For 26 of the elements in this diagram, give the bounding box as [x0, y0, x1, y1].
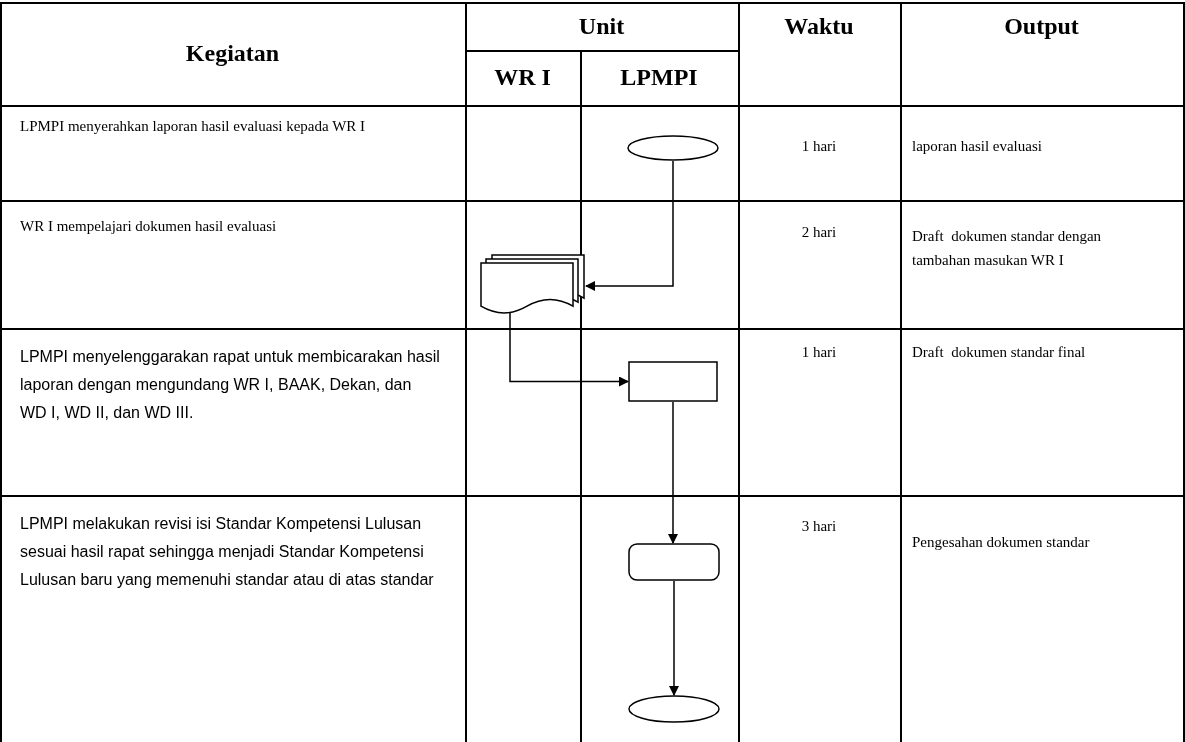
arrow: [668, 401, 678, 544]
arrow: [585, 160, 674, 291]
column-header: Kegiatan: [185, 40, 280, 67]
arrow: [669, 580, 679, 696]
duration-text: 1 hari: [801, 344, 837, 361]
column-header: Output: [1004, 12, 1079, 40]
column-header: Waktu: [784, 12, 854, 40]
rounded-process-box: [628, 543, 720, 581]
activity-text: LPMPI menyelenggarakan rapat untuk membicarakan hasil laporan dengan mengundang WR I, BAAK, Dekan, dan WD I, WD II, dan WD III.: [20, 347, 440, 423]
terminator-ellipse: [628, 695, 720, 723]
arrow: [509, 311, 629, 387]
output-text: Pengesahan dokumen standar: [912, 533, 1091, 552]
output-text: laporan hasil evaluasi: [912, 138, 1043, 155]
duration-text: 2 hari: [801, 224, 837, 241]
output-text: Draft dokumen standar dengan tambahan masukan WR I: [912, 227, 1103, 270]
activity-text: WR I mempelajari dokumen hasil evaluasi: [20, 218, 278, 235]
activity-text: LPMPI menyerahkan laporan hasil evaluasi kepada WR I: [20, 118, 367, 135]
column-header: Unit: [578, 12, 625, 40]
process-box: [628, 361, 718, 402]
column-header: WR I: [494, 64, 551, 91]
column-header: LPMPI: [620, 64, 698, 91]
duration-text: 1 hari: [801, 138, 837, 155]
duration-text: 3 hari: [801, 518, 837, 535]
output-text: Draft dokumen standar final: [912, 344, 1087, 361]
terminator-ellipse: [627, 135, 719, 161]
activity-text: LPMPI melakukan revisi isi Standar Kompetensi Lulusan sesuai hasil rapat sehingga menjadi Standar Kompetensi Lulusan baru yang memenuhi standar atau di atas standar: [20, 514, 435, 590]
